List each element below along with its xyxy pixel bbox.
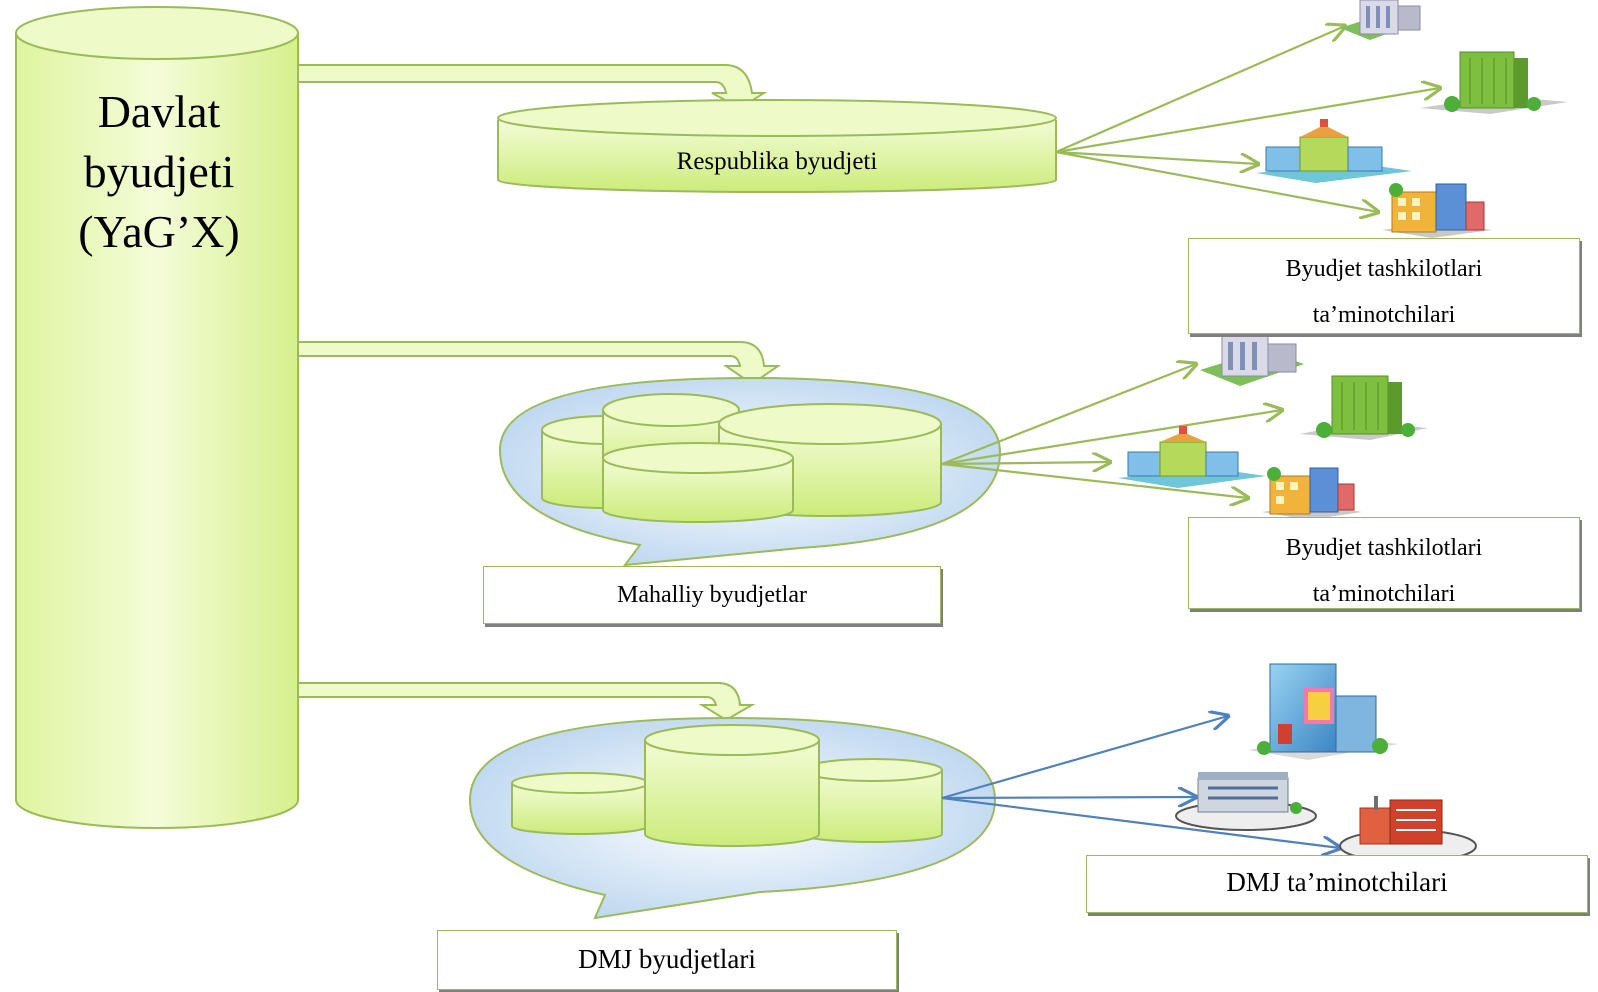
- tall-building-icon: [1248, 663, 1398, 760]
- suppliers-label-line-2: ta’minotchilari: [1312, 581, 1456, 607]
- title-line-3: (YaG’X): [78, 206, 240, 257]
- office-building-icon: [1340, 0, 1421, 40]
- red-building-icon: [1339, 796, 1477, 863]
- mahalliy-supplier-arrows: [941, 364, 1282, 498]
- respublika-byudjeti-label: Respublika byudjeti: [676, 148, 878, 175]
- school-building-icon: [1256, 119, 1412, 183]
- green-building-icon: [1300, 375, 1428, 440]
- shop-building-icon: [1262, 467, 1362, 520]
- mahalliy-cylinders: [541, 393, 942, 523]
- flow-arrow-to-mahalliy: [297, 341, 782, 386]
- title-line-1: Davlat: [97, 86, 221, 137]
- respublika-suppliers-box: Byudjet tashkilotlari ta’minotchilari: [1188, 238, 1580, 334]
- green-building-icon: [1420, 51, 1568, 114]
- dmj-byudjetlari-box: DMJ byudjetlari: [437, 930, 897, 990]
- respublika-supplier-arrows: [1055, 26, 1440, 212]
- mahalliy-suppliers-box: Byudjet tashkilotlari ta’minotchilari: [1188, 517, 1580, 609]
- dmj-cylinders: [511, 724, 943, 847]
- dmj-suppliers-box: DMJ ta’minotchilari: [1086, 855, 1588, 913]
- dmj-byudjetlari-label: DMJ byudjetlari: [578, 944, 756, 974]
- factory-building-icon: [1175, 772, 1317, 831]
- suppliers-label-line-1: Byudjet tashkilotlari: [1285, 535, 1483, 561]
- mahalliy-byudjetlar-box: Mahalliy byudjetlar: [483, 566, 941, 624]
- office-building-icon: [1200, 330, 1304, 386]
- title-line-2: byudjeti: [83, 146, 235, 197]
- mahalliy-byudjetlar-label: Mahalliy byudjetlar: [617, 582, 807, 608]
- davlat-byudjeti-cylinder: [15, 6, 299, 829]
- flow-arrow-to-dmj: [297, 682, 756, 722]
- dmj-supplier-arrows: [941, 716, 1340, 848]
- respublika-byudjeti-cylinder: [497, 99, 1057, 193]
- suppliers-label-line-1: Byudjet tashkilotlari: [1285, 256, 1483, 282]
- dmj-suppliers-label: DMJ ta’minotchilari: [1226, 867, 1448, 897]
- shop-building-icon: [1382, 183, 1492, 238]
- school-building-icon: [1118, 426, 1266, 488]
- davlat-byudjeti-title: Davlat byudjeti (YaG’X): [20, 82, 298, 262]
- suppliers-label-line-2: ta’minotchilari: [1312, 302, 1456, 328]
